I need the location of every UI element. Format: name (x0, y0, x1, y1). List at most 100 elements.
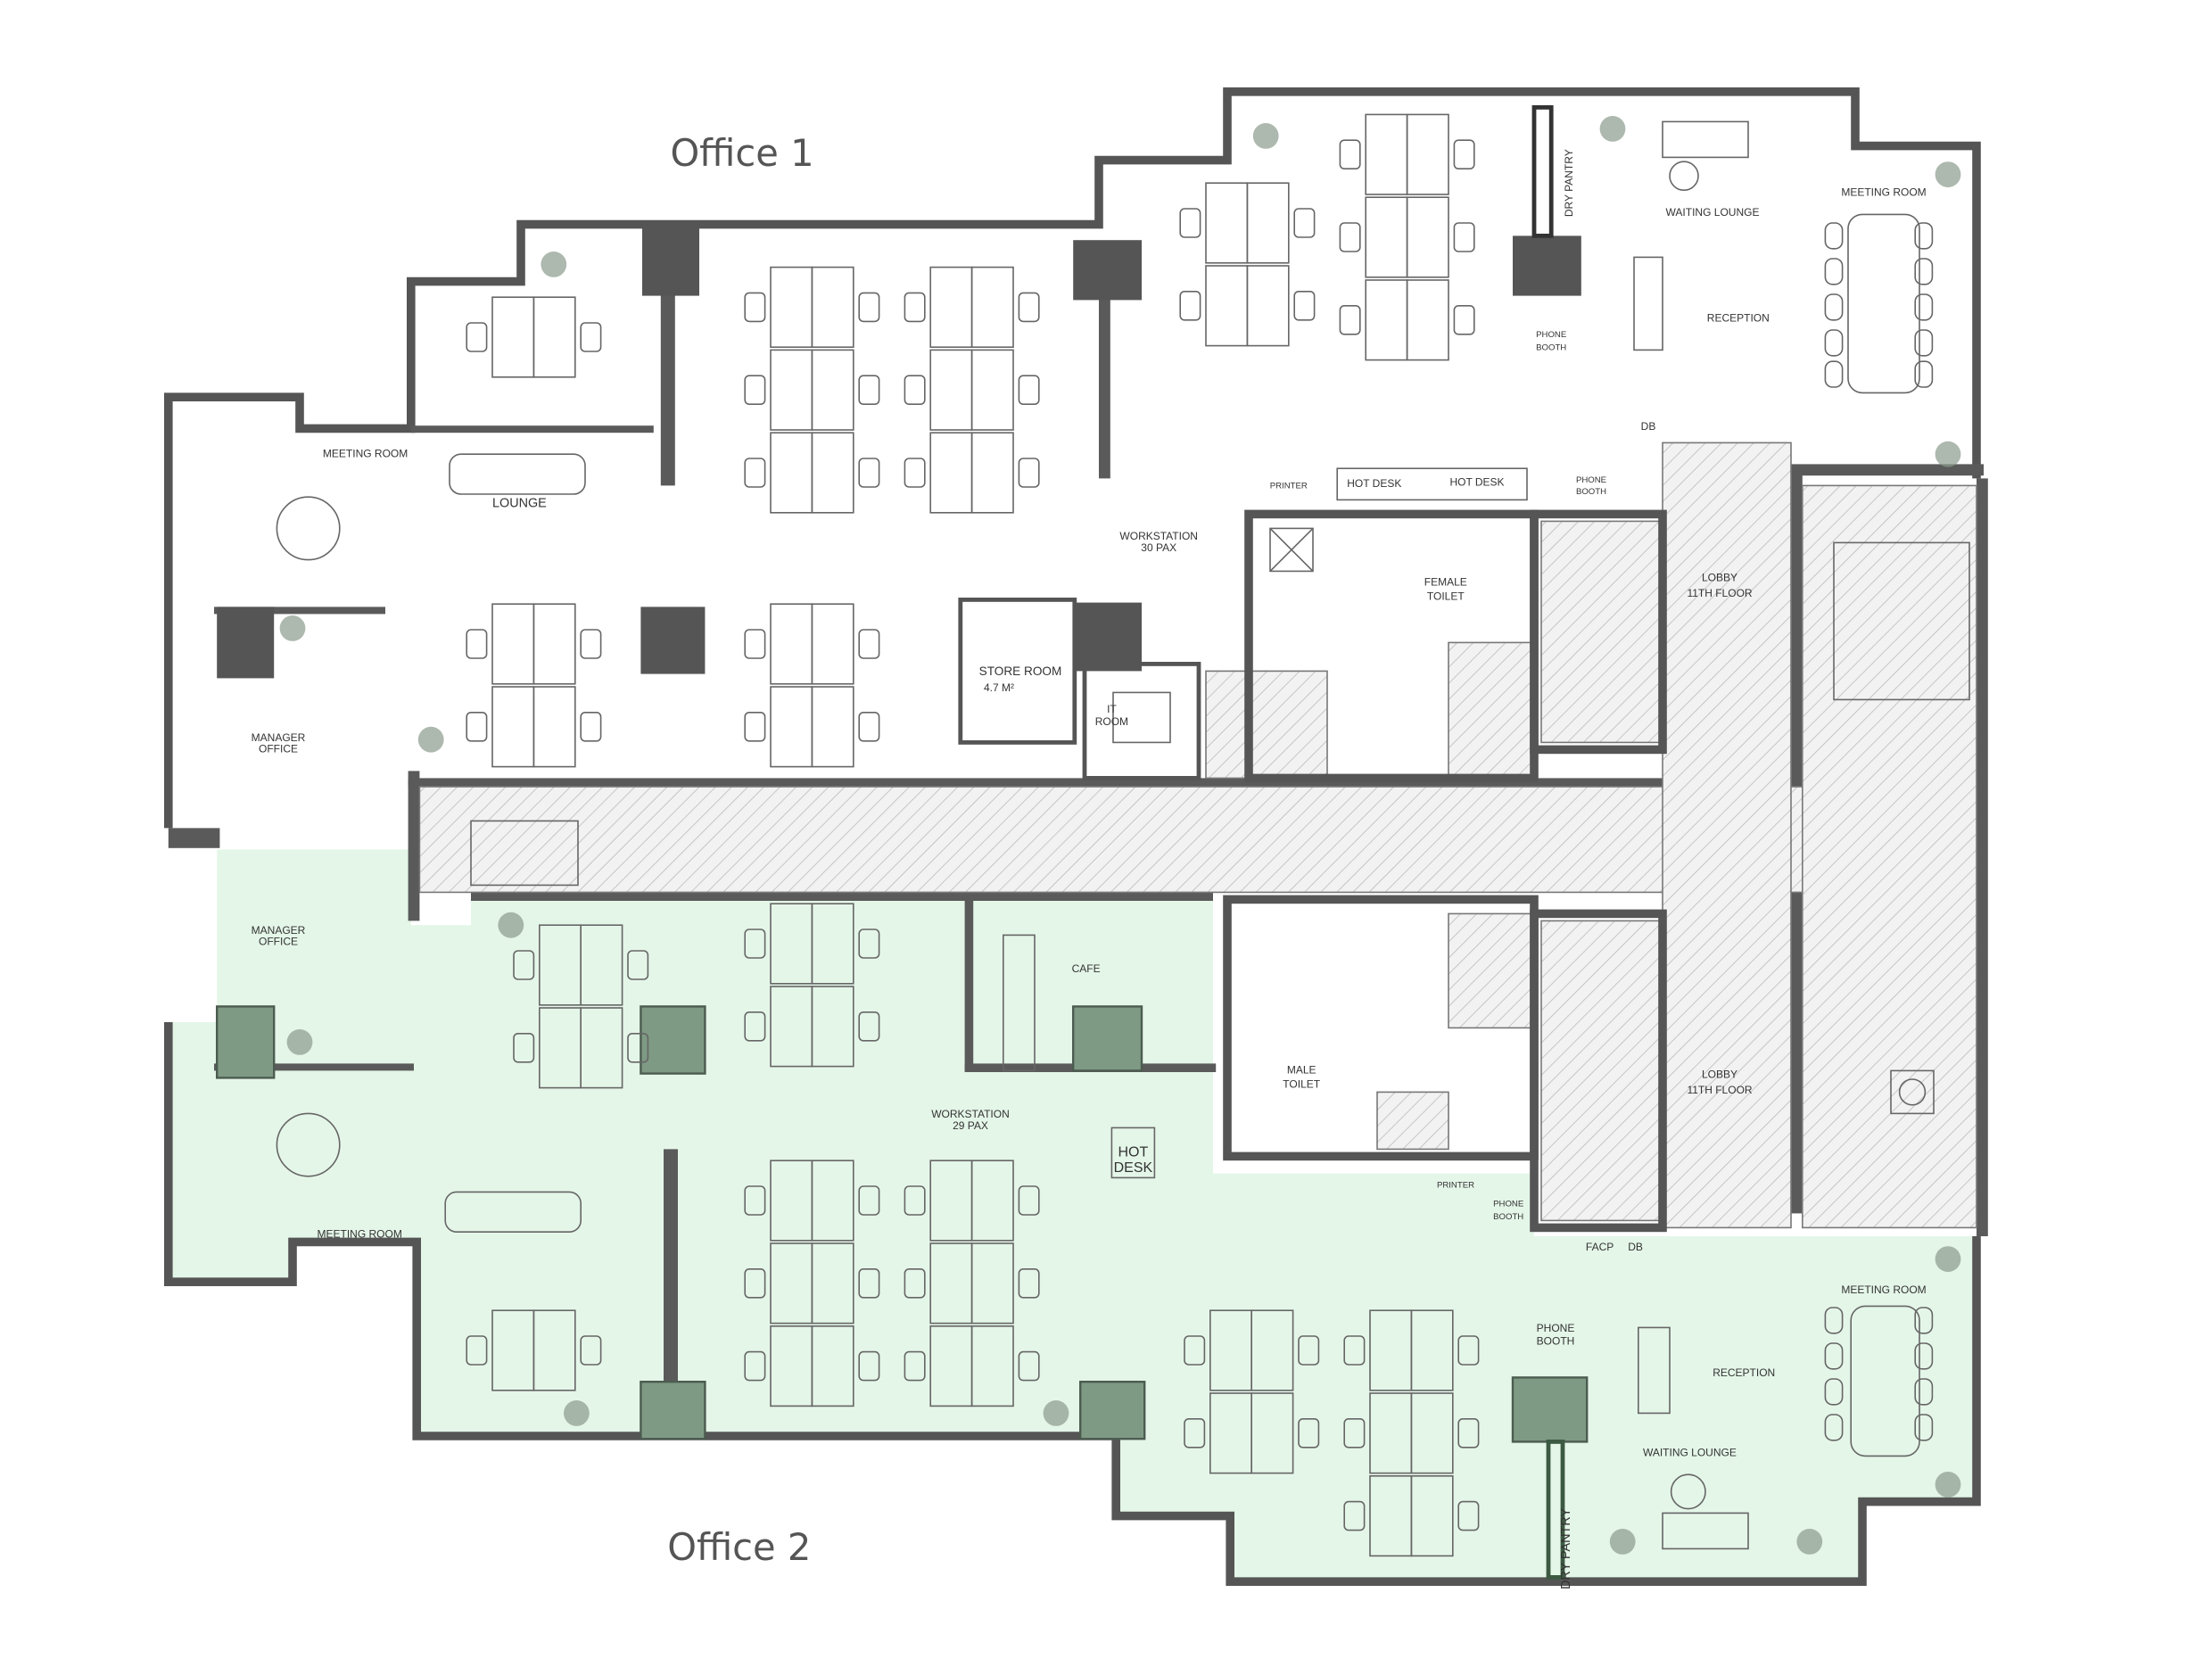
chair (1914, 1378, 1934, 1406)
chair (1018, 1185, 1040, 1216)
chair (1298, 1418, 1320, 1449)
office1-title: Office 1 (670, 131, 813, 175)
plant-icon (417, 726, 444, 753)
chair (513, 950, 535, 980)
plant-icon (498, 912, 524, 938)
chair (1824, 360, 1844, 388)
workstation-cluster (1339, 113, 1475, 361)
label-cafe: CAFE (1072, 962, 1101, 975)
label-reception: RECEPTION (1707, 311, 1770, 324)
chair (1184, 1335, 1206, 1366)
workstation-cluster (466, 296, 602, 378)
label-lobby: 11TH FLOOR (1687, 587, 1752, 599)
chair (1293, 291, 1316, 321)
label-hot-desk: HOT (1118, 1144, 1149, 1160)
chair (1184, 1418, 1206, 1449)
chair (1298, 1335, 1320, 1366)
plant-icon (1609, 1529, 1636, 1555)
chair (1824, 222, 1844, 250)
chair (1179, 208, 1201, 238)
chair (1018, 1350, 1040, 1382)
chair (1914, 1307, 1934, 1334)
chair (1914, 1342, 1934, 1370)
workstation-cluster (466, 603, 602, 768)
chair (1339, 222, 1361, 252)
label-printer: PRINTER (1270, 482, 1308, 491)
chair (858, 1350, 880, 1382)
chair (1914, 329, 1934, 357)
label-hot-desk: HOT DESK (1347, 477, 1401, 490)
chair (1824, 1378, 1844, 1406)
workstation-cluster (744, 603, 880, 768)
chair (466, 322, 488, 352)
label-lobby: LOBBY (1702, 1068, 1737, 1080)
plant-icon (1935, 1472, 1961, 1498)
label-dry-pantry: DRY PANTRY (1559, 1508, 1573, 1589)
chair (744, 458, 766, 488)
label-workstation: 29 PAX (953, 1119, 988, 1132)
chair (858, 1011, 880, 1042)
label-phone-booth: PHONE (1537, 1322, 1575, 1334)
chair (904, 458, 926, 488)
label-workstation: 30 PAX (1141, 541, 1176, 554)
chair (513, 1033, 535, 1063)
chair (904, 292, 926, 323)
chair (858, 629, 880, 659)
label-male-toilet: TOILET (1283, 1078, 1320, 1091)
chair (627, 1033, 649, 1063)
workstation-cluster (1184, 1309, 1320, 1474)
label-phone-booth: PHONE (1536, 330, 1566, 340)
chair (1824, 329, 1844, 357)
chair (1914, 293, 1934, 321)
workstation-cluster (744, 266, 880, 514)
chair (744, 1350, 766, 1382)
walls (164, 87, 1988, 1587)
chair (1824, 258, 1844, 285)
chair (744, 1011, 766, 1042)
chair (744, 1268, 766, 1299)
chair (1453, 222, 1475, 252)
plant-icon (1796, 1529, 1823, 1555)
chair (1457, 1418, 1480, 1449)
label-lobby: 11TH FLOOR (1687, 1084, 1752, 1096)
chair (580, 322, 602, 352)
chair (1914, 258, 1934, 285)
label-manager-office: MANAGER (252, 731, 306, 744)
label-db: DB (1641, 420, 1656, 433)
chair (744, 292, 766, 323)
plant-icon (564, 1400, 590, 1426)
chair (858, 1268, 880, 1299)
furniture (276, 105, 1961, 1580)
chair (744, 712, 766, 742)
chair (580, 629, 602, 659)
chair (1457, 1500, 1480, 1531)
chair (1914, 1414, 1934, 1441)
label-lobby: LOBBY (1702, 572, 1737, 584)
chair (580, 1335, 602, 1366)
label-it-room: ROOM (1095, 715, 1128, 728)
plant-icon (1935, 161, 1961, 187)
plant-icon (1043, 1400, 1069, 1426)
workstation-cluster (904, 266, 1040, 514)
label-meeting-room: MEETING ROOM (318, 1228, 402, 1241)
chair (1824, 293, 1844, 321)
label-facp: FACP (1586, 1241, 1614, 1253)
chair (904, 1350, 926, 1382)
label-workstation: WORKSTATION (1119, 530, 1198, 542)
label-phone-booth: PHONE (1576, 475, 1606, 485)
label-female-toilet: FEMALE (1424, 575, 1467, 588)
office2-title: Office 2 (667, 1525, 811, 1569)
chair (744, 1185, 766, 1216)
label-store-room: STORE ROOM (979, 664, 1062, 678)
label-dry-pantry: DRY PANTRY (1563, 149, 1575, 217)
chair (580, 712, 602, 742)
chair (904, 1268, 926, 1299)
chair (466, 1335, 488, 1366)
label-female-toilet: TOILET (1427, 590, 1465, 602)
chair (1914, 360, 1934, 388)
chair (1018, 458, 1040, 488)
plant-icon (1935, 441, 1961, 467)
label-db: DB (1628, 1241, 1643, 1253)
label-printer: PRINTER (1437, 1181, 1474, 1191)
chair (858, 292, 880, 323)
